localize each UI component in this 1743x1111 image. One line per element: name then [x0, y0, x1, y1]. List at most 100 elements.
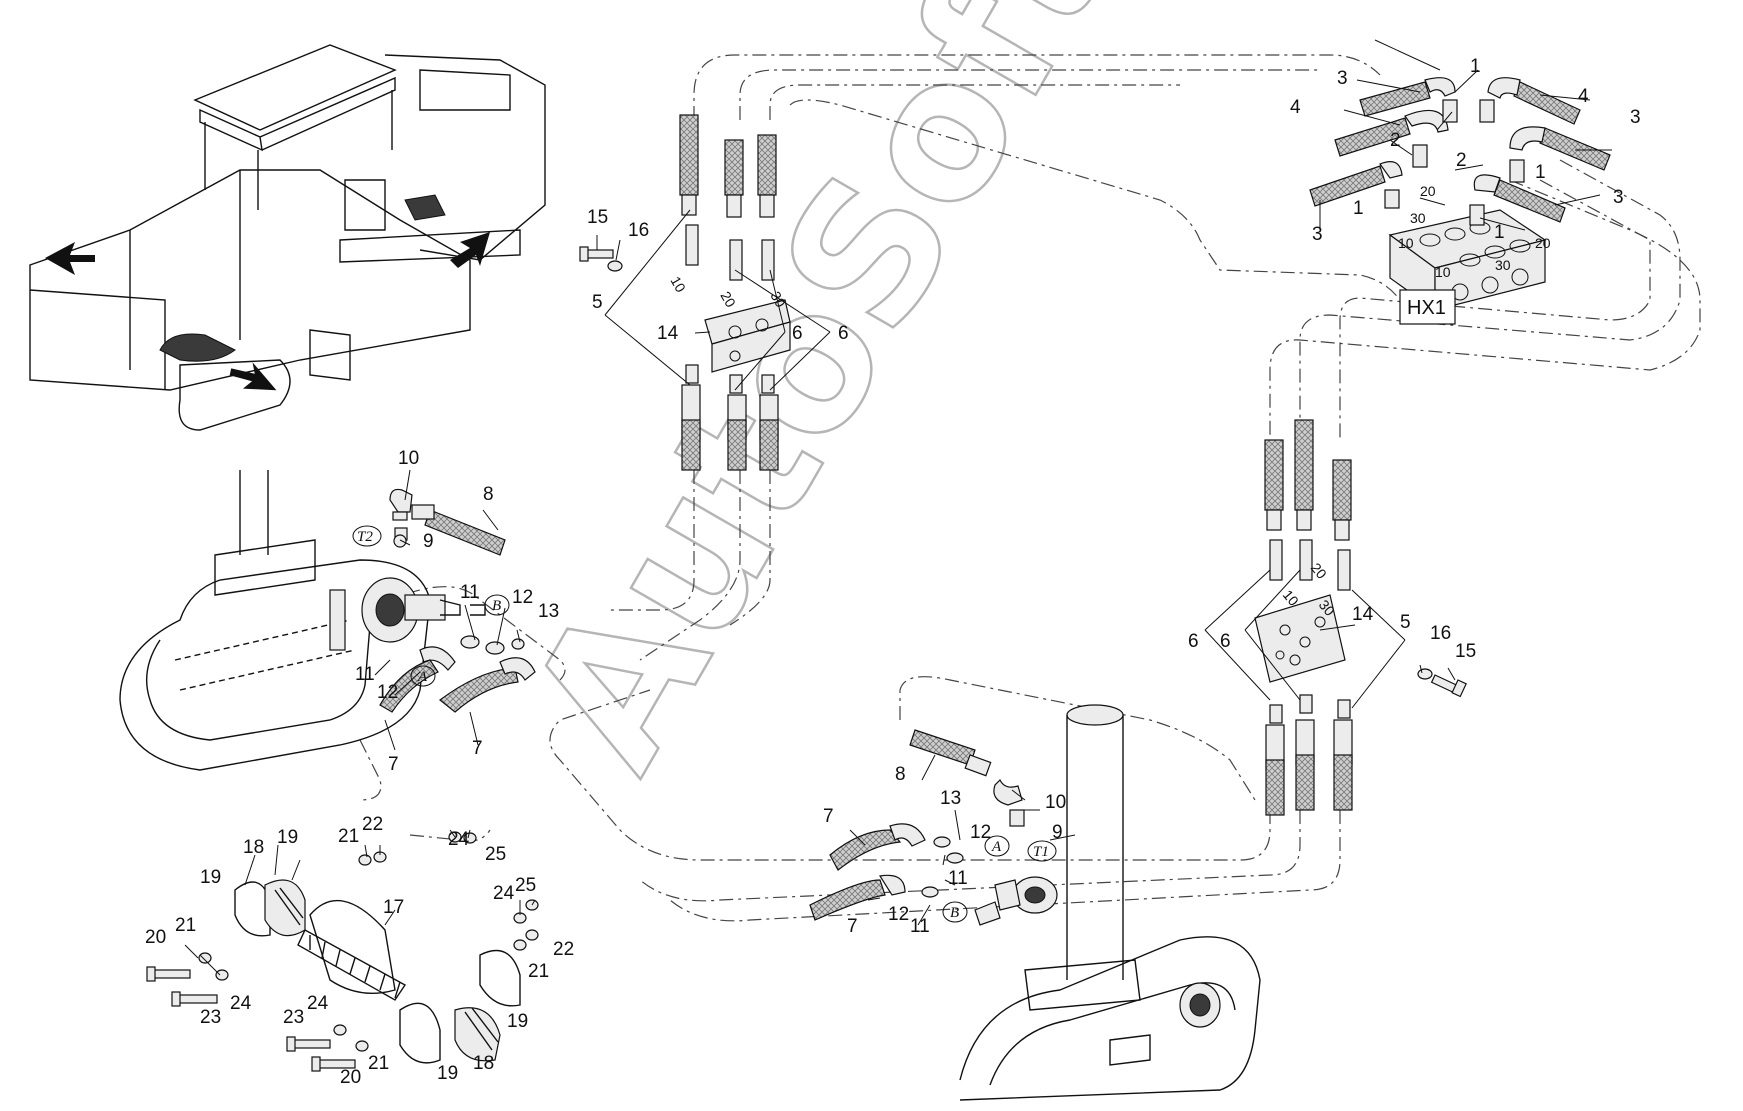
- callout-number: 8: [895, 764, 906, 785]
- circle-label-t2: T2: [352, 525, 382, 547]
- arrow-icon: [45, 242, 95, 275]
- callout-number: 4: [1578, 86, 1589, 107]
- callout-number: 7: [847, 916, 858, 937]
- circle-label-a: A: [984, 835, 1010, 857]
- callout-number: 16: [1430, 623, 1451, 644]
- watermark: AutoSoft: [486, 0, 1152, 804]
- hoses-right-center: [1264, 419, 1353, 816]
- circle-label-a: A: [410, 665, 436, 687]
- svg-text:30: 30: [767, 289, 789, 311]
- callout-number: 9: [1052, 822, 1063, 843]
- svg-text:T2: T2: [357, 529, 373, 545]
- manifold-block-top: [704, 299, 791, 373]
- hoses-top-center: [679, 114, 779, 471]
- circle-label-b: B: [484, 594, 510, 616]
- callout-number: 13: [940, 788, 961, 809]
- callout-numbers: 1 1 1 1 2 2 3 3 3 3 4 4 15 16 5 14 6 6 6…: [145, 56, 1641, 1088]
- callout-number: 7: [823, 806, 834, 827]
- callout-number: 20: [145, 927, 166, 948]
- right-track-assembly: [959, 704, 1261, 1101]
- port-labels-hx1: 10 20 30 10 20 30: [1398, 183, 1551, 280]
- svg-text:30: 30: [1495, 257, 1511, 273]
- callout-number: 20: [340, 1067, 361, 1088]
- svg-text:B: B: [492, 598, 501, 614]
- callout-number: 5: [1400, 612, 1411, 633]
- callout-number: 22: [553, 939, 574, 960]
- arrow-icon: [450, 232, 490, 268]
- port-labels-top: 10 20 30: [667, 274, 789, 311]
- circle-labels: T2 B A A T1 B: [352, 525, 1057, 923]
- callout-number: 19: [437, 1063, 458, 1084]
- callout-number: 13: [538, 601, 559, 622]
- callout-number: 2: [1390, 130, 1401, 151]
- callout-number: 6: [1188, 631, 1199, 652]
- callout-number: 1: [1470, 56, 1481, 77]
- svg-text:10: 10: [1435, 264, 1451, 280]
- callout-number: 18: [473, 1053, 494, 1074]
- callout-number: 11: [460, 582, 480, 603]
- callout-number: 23: [200, 1007, 221, 1028]
- callout-number: 11: [910, 916, 930, 937]
- callout-number: 3: [1312, 224, 1323, 245]
- circle-label-t1: T1: [1027, 840, 1057, 862]
- hydraulic-motor-t1: [974, 876, 1058, 926]
- callout-number: 24: [448, 829, 470, 850]
- callout-number: 21: [368, 1053, 389, 1074]
- callout-number: 12: [377, 682, 398, 703]
- circle-label-b: B: [942, 901, 968, 923]
- svg-text:B: B: [950, 905, 959, 921]
- svg-text:T1: T1: [1033, 844, 1049, 860]
- callout-number: 7: [472, 738, 483, 759]
- callout-number: 3: [1613, 187, 1624, 208]
- callout-number: 21: [338, 826, 359, 847]
- callout-number: 10: [1045, 792, 1066, 813]
- callout-number: 16: [628, 220, 649, 241]
- machine-overview: [29, 44, 546, 431]
- callout-number: 18: [243, 837, 264, 858]
- svg-text:A: A: [991, 839, 1002, 855]
- callout-number: 17: [383, 897, 404, 918]
- callout-number: 21: [175, 915, 196, 936]
- bolt-15-right: [1417, 668, 1467, 698]
- callout-number: 1: [1353, 198, 1364, 219]
- leader-lines: [184, 39, 1612, 976]
- bolt-15-top: [579, 246, 623, 272]
- callout-number: 5: [592, 292, 603, 313]
- callout-number: 19: [200, 867, 221, 888]
- svg-text:30: 30: [1410, 210, 1426, 226]
- hx1-manifold: HX1: [1388, 209, 1547, 325]
- callout-number: 22: [362, 814, 383, 835]
- callout-number: 11: [355, 664, 375, 685]
- bellows-assembly: [146, 831, 539, 1072]
- svg-text:20: 20: [1535, 235, 1551, 251]
- callout-number: 1: [1535, 162, 1546, 183]
- callout-number: 6: [1220, 631, 1231, 652]
- arrow-icon: [229, 362, 277, 391]
- hydraulic-motor-t2: [361, 577, 461, 643]
- svg-text:HX1: HX1: [1407, 297, 1446, 319]
- svg-text:20: 20: [717, 289, 739, 311]
- callout-number: 1: [1494, 222, 1505, 243]
- callout-number: 15: [1455, 641, 1476, 662]
- callout-number: 12: [888, 904, 909, 925]
- fittings-t2: [379, 488, 536, 713]
- callout-number: 19: [277, 827, 298, 848]
- hose-a-left: [379, 646, 536, 713]
- callout-number: 3: [1630, 107, 1641, 128]
- callout-number: 14: [657, 323, 679, 344]
- callout-number: 19: [507, 1011, 528, 1032]
- svg-text:20: 20: [1420, 183, 1436, 199]
- fittings-t1: [809, 729, 1025, 921]
- callout-number: 10: [398, 448, 419, 469]
- callout-number: 2: [1456, 150, 1467, 171]
- callout-number: 7: [388, 754, 399, 775]
- callout-number: 11: [948, 868, 968, 889]
- callout-number: 6: [792, 323, 803, 344]
- left-track-assembly: [119, 470, 486, 771]
- svg-text:10: 10: [1398, 235, 1414, 251]
- callout-number: 3: [1337, 68, 1348, 89]
- callout-number: 12: [512, 587, 533, 608]
- callout-number: 12: [970, 822, 991, 843]
- manifold-block-right: [1254, 594, 1346, 683]
